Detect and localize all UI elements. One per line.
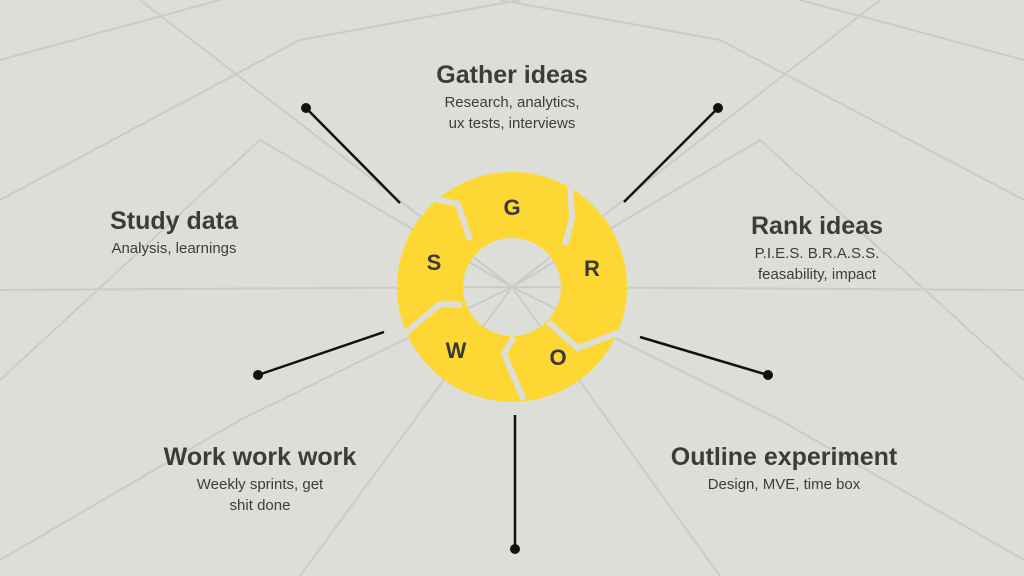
grow-cycle-ring: G R O W S <box>397 172 627 402</box>
stage-desc: feasability, impact <box>757 266 877 283</box>
letter-g: G <box>503 195 520 220</box>
connector-work <box>257 330 385 377</box>
stage-desc: ux tests, interviews <box>448 115 576 132</box>
letter-s: S <box>427 250 442 275</box>
connector-gather <box>623 107 719 203</box>
connector-study <box>305 107 401 204</box>
stage-title: Study data <box>110 207 238 235</box>
stage-work: Work work work Weekly sprints, get shit … <box>164 442 357 516</box>
stage-desc: shit done <box>229 497 291 514</box>
letter-o: O <box>549 345 566 370</box>
connector-outline <box>639 335 769 377</box>
connector-lines <box>257 107 769 549</box>
segment-gaps <box>400 174 627 402</box>
stage-title: Gather ideas <box>436 61 588 89</box>
connector-dots <box>253 103 773 554</box>
stage-desc: Weekly sprints, get <box>196 476 324 493</box>
stage-title: Rank ideas <box>750 212 884 240</box>
stage-desc: Analysis, learnings <box>111 240 237 257</box>
letter-r: R <box>584 256 600 281</box>
stage-title: Outline experiment <box>670 443 898 471</box>
stage-gather: Gather ideas Research, analytics, ux tes… <box>436 60 587 134</box>
stage-outline: Outline experiment Design, MVE, time box <box>671 442 897 495</box>
stage-desc: P.I.E.S. B.R.A.S.S. <box>754 245 880 262</box>
stage-title: Work work work <box>163 443 357 471</box>
stage-desc: Design, MVE, time box <box>707 476 861 493</box>
stage-rank: Rank ideas P.I.E.S. B.R.A.S.S. feasabili… <box>751 211 883 285</box>
stage-desc: Research, analytics, <box>444 94 580 111</box>
letter-w: W <box>446 338 467 363</box>
stage-study: Study data Analysis, learnings <box>110 206 238 259</box>
